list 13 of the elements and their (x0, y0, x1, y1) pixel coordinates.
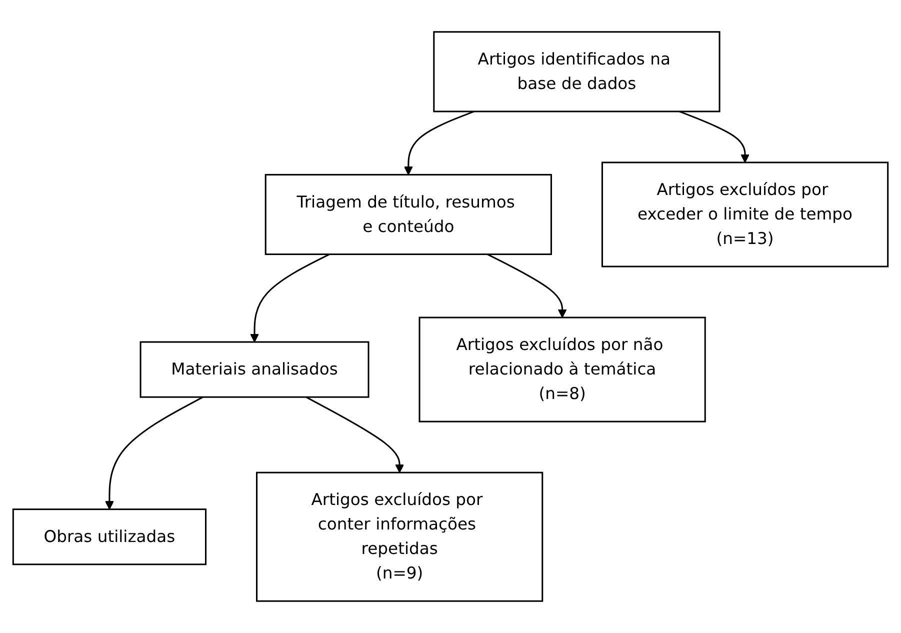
node-box: Artigos excluídos por não relacionado à temática (n=8) (418, 316, 706, 422)
node-box: Artigos excluídos por exceder o limite de tempo (n=13) (601, 162, 889, 268)
node-box: Materiais analisados (140, 341, 370, 398)
node-box: Artigos excluídos por conter informações repetidas (n=9) (256, 472, 544, 602)
arrow (487, 254, 567, 318)
arrow (250, 254, 330, 342)
node-box: Triagem de título, resumos e conteúdo (264, 174, 552, 256)
arrow (404, 110, 474, 176)
node-box: Obras utilizadas (12, 508, 207, 566)
node-box: Artigos identificados na base de dados (433, 31, 720, 112)
arrow (104, 396, 204, 510)
arrow (306, 396, 404, 473)
arrow (679, 110, 750, 163)
